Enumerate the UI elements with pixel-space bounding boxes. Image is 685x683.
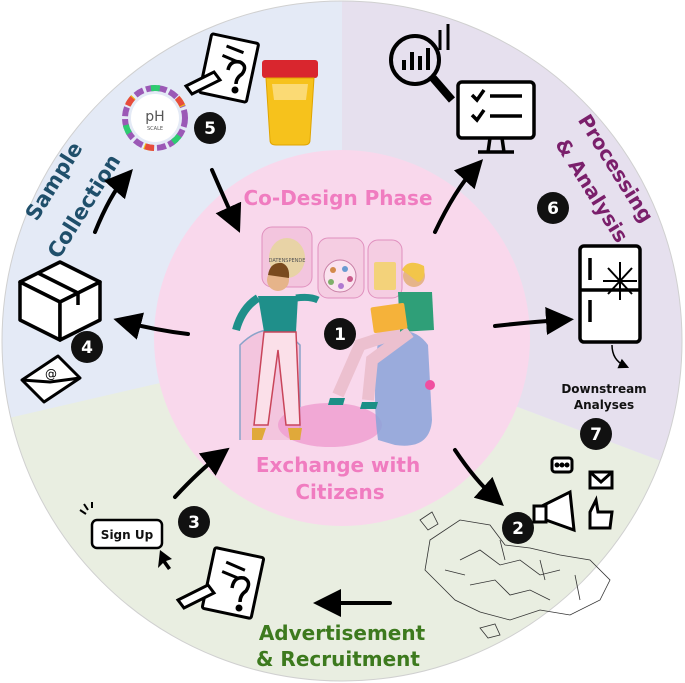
exchange-label-line1: Exchange with xyxy=(256,453,420,477)
monitor-checklist-icon xyxy=(456,80,536,154)
exchange-label-line2: Citizens xyxy=(295,480,384,504)
sign-up-label[interactable]: Sign Up xyxy=(101,528,154,542)
analytics-icon xyxy=(389,24,456,103)
step-3-number: 3 xyxy=(188,513,200,533)
sign-up-icon[interactable]: Sign Up xyxy=(79,502,172,570)
flow-arrows xyxy=(93,159,574,617)
ph-label: pH xyxy=(145,109,164,125)
step-7-number: 7 xyxy=(590,425,602,445)
step-1-number: 1 xyxy=(334,325,346,345)
step-1-badge xyxy=(324,318,356,350)
package-box-icon xyxy=(18,260,102,342)
co-design-title: Co-Design Phase xyxy=(243,186,432,210)
citizens-illustration: DATENSPENDE xyxy=(232,226,435,447)
arrow-box-to-sample xyxy=(93,168,133,234)
downstream-line2: Analyses xyxy=(574,398,634,412)
arrow-signup-to-center xyxy=(173,447,230,499)
ph-sub-label: SCALE xyxy=(147,126,163,132)
sample-cup-icon xyxy=(262,60,318,146)
step-4-badge xyxy=(71,331,103,363)
email-icon: @ xyxy=(20,354,82,404)
jar-label: DATENSPENDE xyxy=(269,258,306,264)
step-2-number: 2 xyxy=(512,519,524,539)
step-6-badge xyxy=(537,192,569,224)
advertisement-line1: Advertisement xyxy=(259,621,426,645)
megaphone-icon xyxy=(532,456,614,533)
freezer-icon xyxy=(578,244,642,369)
europe-map-icon xyxy=(419,511,611,639)
arrow-center-to-advert xyxy=(453,448,504,507)
step-badges: 5 6 4 7 2 3 xyxy=(71,112,612,544)
step-2-badge xyxy=(502,512,534,544)
questionnaire-icon-bottom xyxy=(175,546,266,620)
advertisement-line2: & Recruitment xyxy=(256,647,420,671)
svg-text:@: @ xyxy=(45,367,57,381)
arrow-sample-to-center xyxy=(210,168,242,233)
questionnaire-icon xyxy=(183,32,260,104)
arrow-center-to-analysis xyxy=(433,159,484,234)
arrow-center-to-box xyxy=(113,312,190,340)
arrow-center-to-freezer xyxy=(493,307,574,335)
downstream-line1: Downstream xyxy=(561,382,646,396)
step-6-number: 6 xyxy=(547,199,559,219)
ph-scale-icon: pH SCALE xyxy=(122,85,188,151)
step-5-number: 5 xyxy=(204,119,216,139)
step-3-badge xyxy=(178,506,210,538)
step-5-badge xyxy=(194,112,226,144)
step-7-badge xyxy=(580,418,612,450)
step-4-number: 4 xyxy=(81,338,93,358)
